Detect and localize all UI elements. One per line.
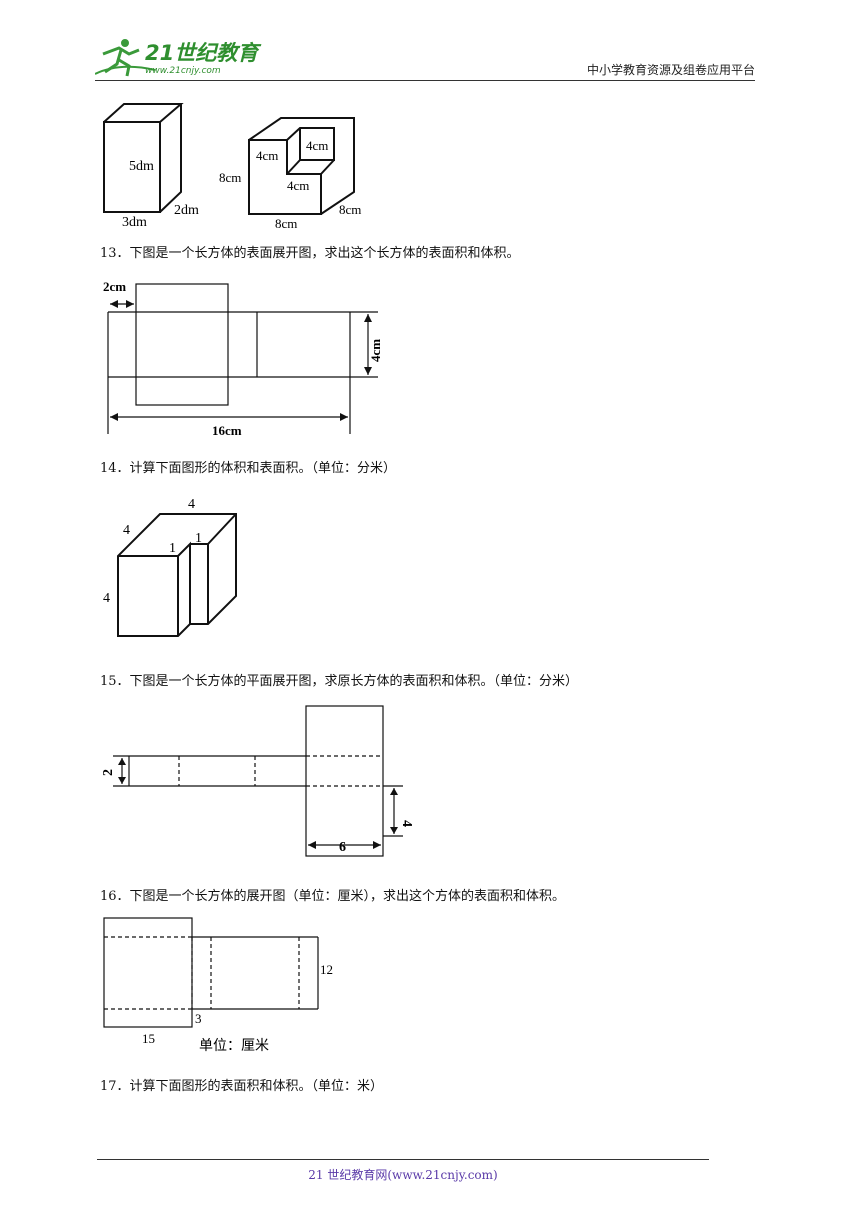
side-label: 12 [320,962,333,977]
notched-solid-figure-14: 4 4 1 1 4 [103,497,237,637]
footer-link[interactable]: 21 世纪教育网(www.21cnjy.com) [308,1168,498,1182]
strip-width-label: 2 [101,769,116,776]
top-length-label: 4 [188,497,195,512]
offset-label: 2cm [103,279,126,294]
logo-url: www.21cnjy.com [145,66,221,76]
cuboid-depth-label: 2dm [174,203,199,218]
unit-label: 单位：厘米 [199,1038,269,1054]
question-15: 15．下图是一个长方体的平面展开图，求原长方体的表面积和体积。（单位：分米） [100,674,579,689]
width-label: 15 [142,1031,155,1046]
question-17: 17．计算下面图形的表面积和体积。（单位：米） [100,1079,384,1094]
notch-depth-label: 1 [195,531,202,546]
cuboid-width-label: 3dm [122,215,147,230]
cuboid-height-label: 5dm [129,159,154,174]
notched-cube-figure: 4cm 4cm 4cm 8cm 8cm 8cm [219,117,361,231]
net-figure-15: 2 4 6 [101,705,414,857]
height-label: 4cm [368,339,383,362]
net-figure-16: 12 3 15 单位：厘米 [103,917,333,1054]
notch-top-label: 4cm [306,138,328,153]
platform-name: 中小学教育资源及组卷应用平台 [586,63,755,77]
height-label: 4 [399,820,414,827]
gap-label: 3 [195,1011,202,1026]
cube-width-label: 8cm [275,216,297,231]
notch-width-label: 1 [169,541,176,556]
question-13: 13．下图是一个长方体的表面展开图，求出这个长方体的表面积和体积。 [100,246,520,261]
cube-height-label: 8cm [219,170,241,185]
header-divider [95,80,755,81]
logo-text: 21世纪教育 [145,41,262,65]
site-logo: 21世纪教育 www.21cnjy.com [94,36,265,80]
net-figure-13: 2cm 4cm 16cm [103,279,383,438]
notch-bottom-label: 4cm [287,178,309,193]
length-label: 16cm [212,423,242,438]
depth-label: 4 [123,523,130,538]
question-16: 16．下图是一个长方体的展开图（单位：厘米），求出这个方体的表面积和体积。 [100,889,566,904]
footer-divider [97,1159,709,1160]
width-label: 6 [339,840,346,855]
cuboid-figure: 5dm 2dm 3dm [103,103,199,230]
height-label: 4 [103,591,110,606]
cube-depth-label: 8cm [339,202,361,217]
notch-left-label: 4cm [256,148,278,163]
runner-logo-icon [94,39,156,77]
question-14: 14．计算下面图形的体积和表面积。（单位：分米） [100,461,397,476]
